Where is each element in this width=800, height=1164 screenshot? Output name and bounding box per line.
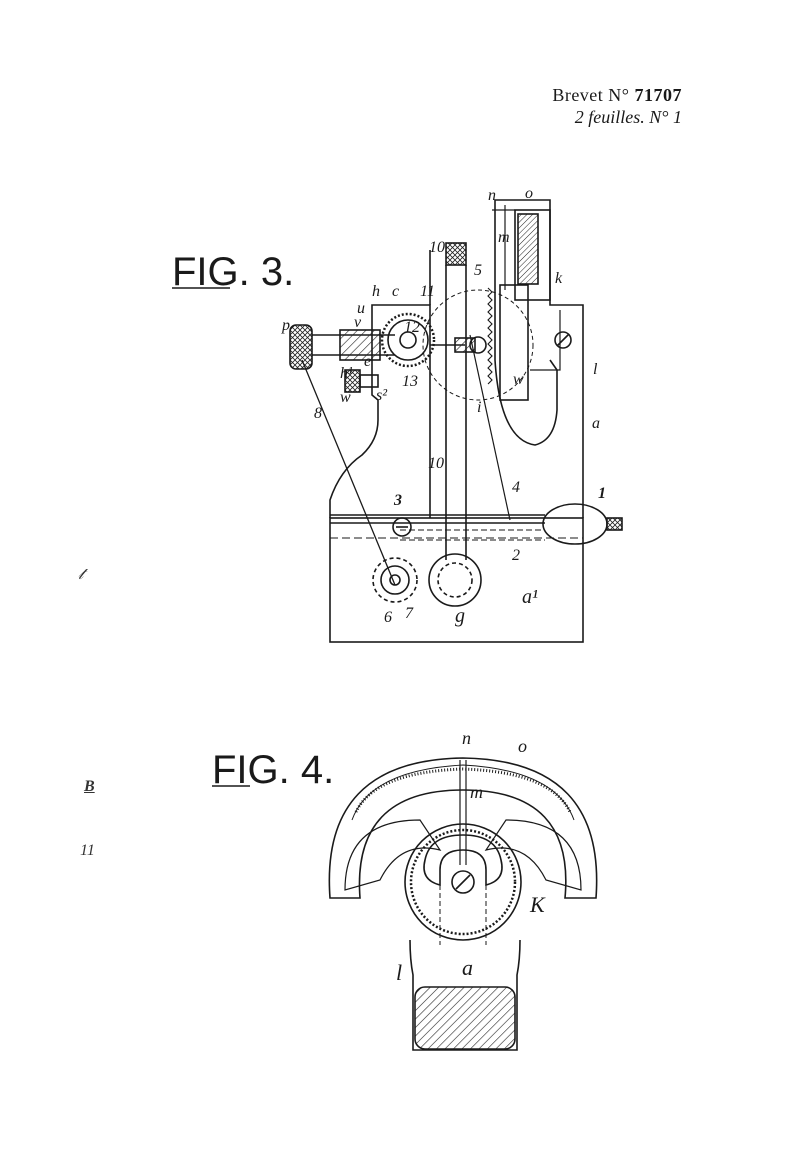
figure-3: FIG. 3. — [172, 185, 623, 643]
cord-4 — [469, 334, 511, 521]
figure-4: FIG. 4. n o m K l a — [212, 728, 598, 1051]
margin-mark-b: B — [84, 778, 95, 795]
fig3-labels: n o m k 10 5 h c 11 u v p 12 h¹ e 13 w s… — [281, 185, 606, 627]
arc-scale-inner-line — [351, 764, 575, 821]
label-s2: s² — [376, 387, 388, 404]
fig4-label-l: l — [396, 960, 402, 985]
brevet-prefix: Brevet N° — [552, 85, 630, 105]
scale-slide — [514, 209, 551, 301]
fixing-screw-slot — [556, 333, 570, 347]
label-3: 3 — [393, 492, 402, 509]
hub-yoke — [423, 834, 503, 887]
label-10: 10 — [429, 239, 445, 256]
wheel-k — [404, 823, 522, 941]
screw-3 — [392, 517, 412, 537]
arc-graduations — [354, 767, 572, 813]
rod-upper — [330, 514, 545, 524]
label-10b: 10 — [428, 455, 444, 472]
fig4-label-m: m — [470, 782, 483, 802]
arc-right-horn — [484, 819, 582, 891]
ratchet-teeth — [380, 312, 436, 368]
patent-header: Brevet N° 71707 2 feuilles. N° 1 — [552, 84, 682, 128]
label-h: h — [372, 283, 380, 300]
brevet-number: 71707 — [634, 85, 682, 105]
label-a1: a¹ — [522, 586, 538, 608]
patent-number-line: Brevet N° 71707 — [552, 84, 682, 106]
label-u: u — [357, 300, 365, 317]
knurled-knob-p — [289, 324, 313, 370]
column-inner — [530, 310, 561, 371]
arc-scale-body — [328, 757, 598, 899]
column-right — [494, 199, 584, 518]
label-11: 11 — [420, 283, 435, 300]
label-o: o — [525, 185, 533, 202]
label-8: 8 — [314, 405, 322, 422]
lever-pivot-outer — [428, 553, 482, 607]
label-c: c — [392, 283, 399, 300]
label-6: 6 — [384, 609, 392, 626]
ratchet-hub — [399, 331, 417, 349]
label-7: 7 — [405, 605, 414, 622]
label-e: e — [364, 353, 371, 370]
arc-left-horn — [344, 819, 442, 891]
cord-8 — [301, 359, 396, 586]
fig4-title: FIG. 4. — [212, 748, 334, 792]
label-2: 2 — [512, 547, 520, 564]
fixing-screw — [554, 331, 572, 349]
scale-graduations — [517, 213, 539, 285]
lever-knob — [445, 242, 467, 266]
frame-left-body — [329, 304, 431, 518]
fig4-label-k: K — [529, 892, 546, 917]
pulley-6 — [372, 557, 418, 603]
hub-screw — [451, 870, 475, 894]
label-m: m — [498, 229, 510, 246]
fig3-title: FIG. 3. — [172, 250, 294, 294]
rack-block — [499, 284, 529, 401]
stem-section — [414, 986, 516, 1050]
pulley-7 — [380, 565, 410, 595]
label-n: n — [488, 187, 496, 204]
label-5: 5 — [474, 262, 482, 279]
counterweight-knob — [606, 517, 623, 531]
margin-mark-11: 11 — [80, 842, 95, 859]
label-i: i — [477, 399, 481, 416]
label-4: 4 — [512, 479, 520, 496]
label-a: a — [592, 415, 600, 432]
label-h1: h¹ — [340, 365, 353, 382]
rack-teeth — [487, 287, 493, 385]
base-block — [329, 517, 584, 643]
hub-screw-slot — [455, 874, 471, 890]
label-g: g — [455, 605, 465, 627]
label-l: l — [593, 361, 598, 378]
label-13: 13 — [402, 373, 418, 390]
label-12: 12 — [404, 319, 420, 336]
pulley-hub — [389, 574, 401, 586]
lever-shaft — [445, 265, 467, 560]
arm-clamp — [454, 337, 476, 353]
set-screw-body — [359, 374, 379, 388]
label-1: 1 — [598, 485, 606, 502]
ratchet-wheel — [387, 319, 429, 361]
stem-body — [409, 939, 521, 1051]
rod-lower — [400, 529, 545, 541]
label-k: k — [555, 270, 563, 287]
label-v: v — [354, 314, 362, 331]
label-p: p — [281, 317, 290, 334]
sheet-count: 2 feuilles. N° 1 — [574, 107, 682, 127]
fig4-label-o: o — [518, 736, 527, 756]
spindle-nut — [339, 329, 381, 361]
fig4-labels: n o m K l a — [396, 728, 546, 985]
fig4-label-a: a — [462, 955, 473, 980]
wheel-k-teeth — [409, 828, 517, 936]
pinion-dashed — [422, 289, 534, 401]
label-w-left: w — [340, 389, 351, 406]
column-arch — [494, 305, 558, 446]
label-w-right: w — [513, 371, 524, 388]
lever-pivot-inner — [437, 562, 473, 598]
margin-mark-top: 𝓉 — [78, 566, 84, 583]
fig4-label-n: n — [462, 728, 471, 748]
